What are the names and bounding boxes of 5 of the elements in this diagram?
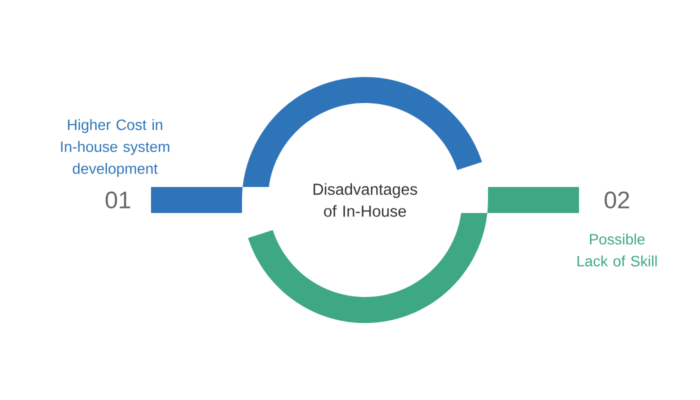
center-title: Disadvantages of In-House bbox=[314, 183, 418, 217]
item-heading: Possible Lack of Skill bbox=[578, 234, 657, 266]
item-number: 02 bbox=[604, 192, 630, 208]
item-number: 01 bbox=[106, 192, 130, 208]
item-heading: Higher Cost in In-house system development bbox=[61, 119, 170, 177]
